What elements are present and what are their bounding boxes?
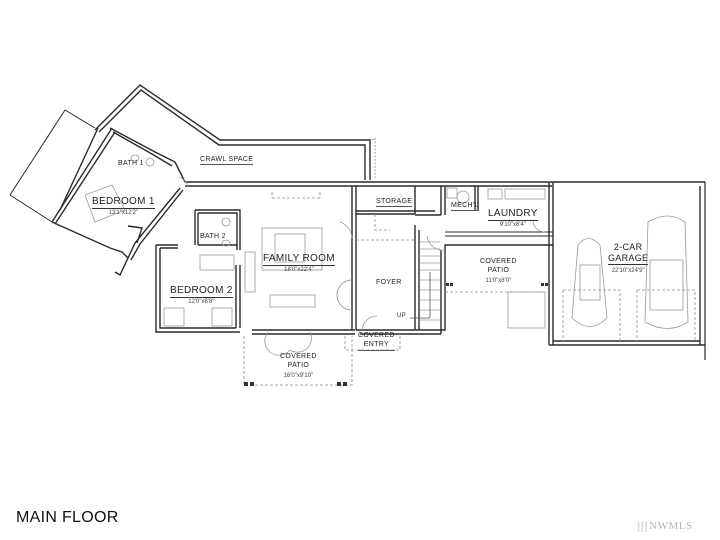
room-name-line1: COVERED <box>358 332 395 339</box>
patio-posts <box>244 283 548 386</box>
room-label-covered-patio-front: COVERED PATIO 16'0"x9'10" <box>280 353 317 380</box>
room-dims: 9'10"x8'4" <box>499 222 526 228</box>
room-dims: 22'10"x24'9" <box>611 268 645 274</box>
room-name: BATH 2 <box>200 233 226 240</box>
room-label-family-room: FAMILY ROOM 18'0"x22'4" <box>263 253 335 273</box>
room-dims: 13'1"x12'2" <box>108 210 139 216</box>
dashed-overhead-lines <box>243 192 696 386</box>
car-right <box>644 215 689 329</box>
car-left <box>571 238 608 327</box>
crawl-space-walls <box>94 84 376 180</box>
room-name-line1: 2-CAR <box>613 242 643 252</box>
bedroom1-deck <box>9 109 96 223</box>
watermark-text: NWMLS <box>649 520 693 532</box>
room-dims: 12'0"x8'8" <box>188 299 215 305</box>
stair-label: UP <box>397 313 406 319</box>
room-name-line2: ENTRY <box>358 341 395 351</box>
floor-title: MAIN FLOOR <box>16 509 119 526</box>
room-name-line2: PATIO <box>287 362 310 369</box>
room-label-foyer: FOYER <box>376 279 402 287</box>
room-dims: 16'0"x9'10" <box>283 373 314 379</box>
room-name: FOYER <box>376 279 402 286</box>
fixtures <box>84 154 689 356</box>
room-name-line2: PATIO <box>487 267 510 274</box>
room-dims: 18'0"x22'4" <box>284 267 314 273</box>
room-label-covered-patio-rear: COVERED PATIO 11'0"x8'0" <box>480 258 517 285</box>
stair-treads <box>410 241 440 321</box>
room-name: CRAWL SPACE <box>200 156 254 165</box>
room-label-laundry: LAUNDRY 9'10"x8'4" <box>488 208 538 228</box>
room-name: LAUNDRY <box>488 208 538 221</box>
room-name: BEDROOM 2 <box>170 285 233 298</box>
room-label-bedroom2: BEDROOM 2 12'0"x8'8" <box>170 285 233 305</box>
room-name: MECH'L <box>451 202 479 211</box>
room-label-covered-entry: COVERED ENTRY <box>358 332 395 351</box>
room-label-storage: STORAGE <box>376 198 413 207</box>
room-dims: 11'0"x8'0" <box>485 278 512 284</box>
room-label-bath1: BATH 1 <box>118 160 144 168</box>
bedroom1-walls <box>51 127 186 276</box>
room-name-line1: COVERED <box>280 353 317 360</box>
room-label-crawl-space: CRAWL SPACE <box>200 156 254 165</box>
nwmls-watermark: ⸾⸾⸾NWMLS <box>637 519 693 532</box>
nwmls-logo-icon: ⸾⸾⸾ <box>637 521 649 531</box>
stair-up-label: UP <box>397 313 406 320</box>
room-name-line2: GARAGE <box>608 253 649 265</box>
room-label-bath2: BATH 2 <box>200 233 226 241</box>
room-label-bedroom1: BEDROOM 1 13'1"x12'2" <box>92 196 155 216</box>
room-label-garage: 2-CAR GARAGE 22'10"x24'9" <box>608 242 649 276</box>
room-name: FAMILY ROOM <box>263 253 335 266</box>
room-name: BATH 1 <box>118 160 144 167</box>
room-name: BEDROOM 1 <box>92 196 155 209</box>
main-walls <box>155 181 706 360</box>
room-name-line1: COVERED <box>480 258 517 265</box>
room-label-mechl: MECH'L <box>451 202 479 211</box>
room-name: STORAGE <box>376 198 413 207</box>
